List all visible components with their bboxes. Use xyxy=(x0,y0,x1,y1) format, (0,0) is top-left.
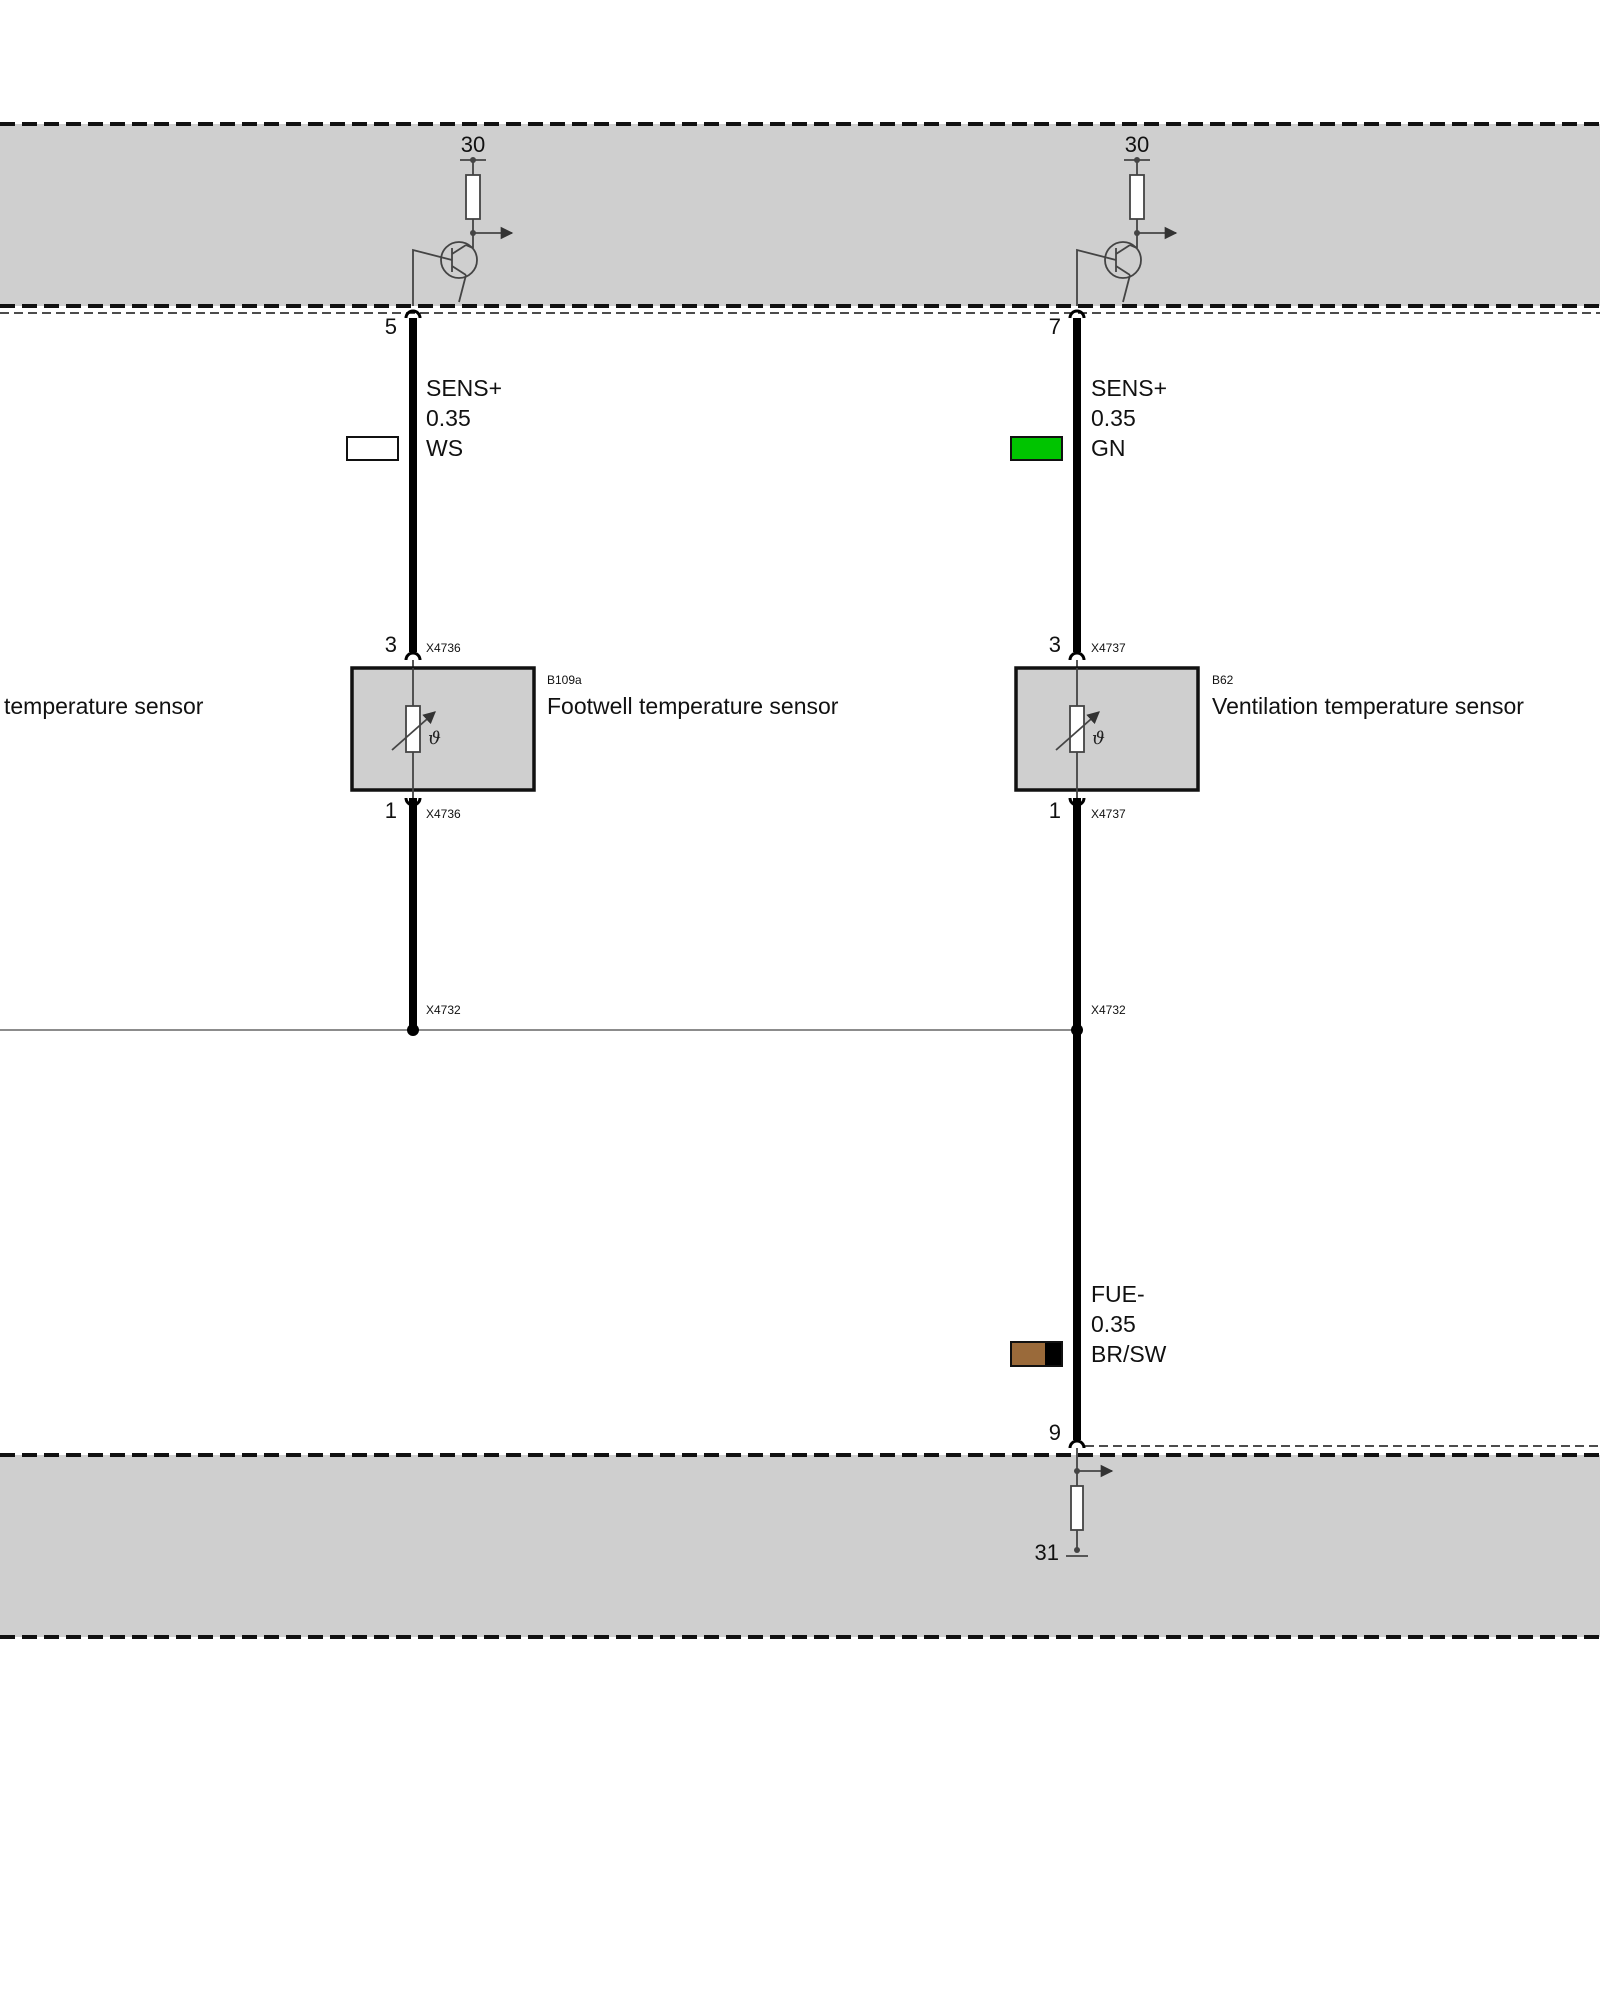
top-control-module: 30 30 xyxy=(0,122,1600,314)
pin-module-right: 7 xyxy=(1049,314,1061,339)
resistor-icon xyxy=(1070,1485,1084,1531)
ground-pin: 9 xyxy=(1049,1420,1061,1445)
ground-wire-gauge: 0.35 xyxy=(1091,1311,1136,1337)
sensor-code-right: B62 xyxy=(1212,673,1234,687)
ventilation-temperature-sensor: ϑ xyxy=(1014,666,1200,792)
driver-circuit-left: 30 xyxy=(412,132,514,306)
wire-signal-left: SENS+ xyxy=(426,375,502,401)
resistor-icon xyxy=(465,174,481,220)
supply-label-right: 30 xyxy=(1125,132,1149,157)
theta-symbol: ϑ xyxy=(428,728,441,749)
wire-signal-right: SENS+ xyxy=(1091,375,1167,401)
connector-top-left: X4736 xyxy=(426,641,461,655)
wire-color-code-left: WS xyxy=(426,435,463,461)
sensor-name-left: Footwell temperature sensor xyxy=(547,693,839,719)
partial-sensor-name: temperature sensor xyxy=(4,693,204,719)
wire-color-swatch-brown-black xyxy=(1010,1341,1063,1367)
connector-bottom-left: X4736 xyxy=(426,807,461,821)
resistor-icon xyxy=(1129,174,1145,220)
ground-wire-color-code: BR/SW xyxy=(1091,1341,1167,1367)
wire-color-swatch-green xyxy=(1010,436,1063,461)
circuit-right: 7 SENS+ 0.35 GN 3 X4737 ϑ B62 Ventilatio… xyxy=(1010,309,1524,1462)
wire-gauge-right: 0.35 xyxy=(1091,405,1136,431)
driver-circuit-right: 30 xyxy=(1076,132,1178,306)
bottom-control-module: 31 xyxy=(0,1445,1600,1639)
pin-module-left: 5 xyxy=(385,314,397,339)
theta-symbol: ϑ xyxy=(1092,728,1105,749)
transistor-icon xyxy=(1104,241,1142,279)
splice-point-right xyxy=(1071,1024,1083,1036)
pin-sensor-bottom-right: 1 xyxy=(1049,798,1061,823)
splice-connector-right: X4732 xyxy=(1091,1003,1126,1017)
footwell-temperature-sensor: ϑ xyxy=(350,666,536,792)
pin-sensor-bottom-left: 1 xyxy=(385,798,397,823)
circuit-left: 5 SENS+ 0.35 WS 3 X4736 ϑ B109a Footwell… xyxy=(346,309,839,1036)
thermistor-icon xyxy=(1069,705,1085,753)
ground-circuit: 31 xyxy=(1035,1462,1114,1565)
pin-sensor-top-right: 3 xyxy=(1049,632,1061,657)
sensor-code-left: B109a xyxy=(547,673,582,687)
connector-top-right: X4737 xyxy=(1091,641,1126,655)
connector-bottom-right: X4737 xyxy=(1091,807,1126,821)
thermistor-icon xyxy=(405,705,421,753)
transistor-icon xyxy=(440,241,478,279)
wire-color-swatch-white xyxy=(346,436,399,461)
supply-label-left: 30 xyxy=(461,132,485,157)
sensor-name-right: Ventilation temperature sensor xyxy=(1212,693,1524,719)
wire-gauge-left: 0.35 xyxy=(426,405,471,431)
splice-connector-left: X4732 xyxy=(426,1003,461,1017)
pin-sensor-top-left: 3 xyxy=(385,632,397,657)
splice-point-left xyxy=(407,1024,419,1036)
ground-wire-signal: FUE- xyxy=(1091,1281,1145,1307)
wire-color-code-right: GN xyxy=(1091,435,1126,461)
ground-label: 31 xyxy=(1035,1540,1059,1565)
